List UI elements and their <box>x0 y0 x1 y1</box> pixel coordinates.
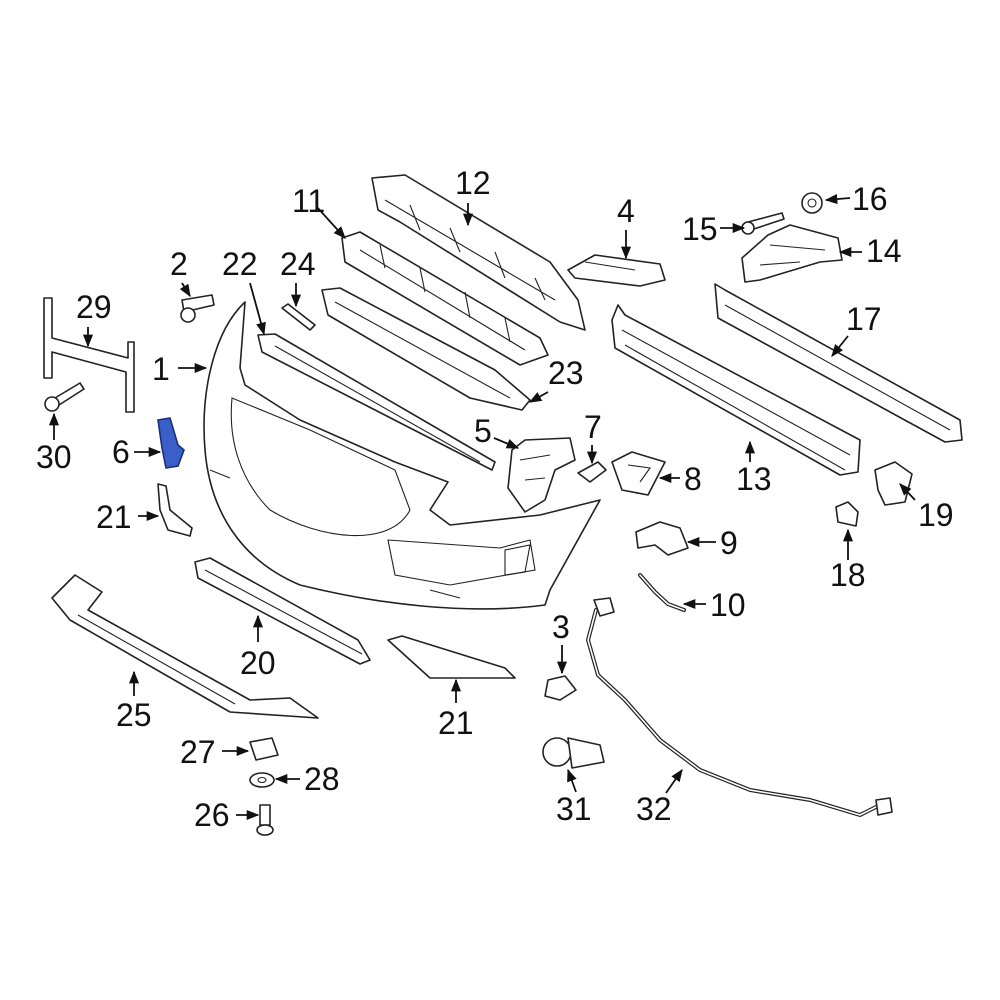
parking-sensor-part[interactable] <box>542 737 605 769</box>
wiring-harness-part[interactable] <box>585 597 893 818</box>
callout-6: 6 <box>112 434 130 470</box>
grille-panel-part[interactable] <box>321 287 531 411</box>
callout-27: 27 <box>180 734 216 770</box>
callout-19: 19 <box>918 497 954 533</box>
mount-bracket-part[interactable] <box>741 224 843 283</box>
callout-30: 30 <box>36 439 72 475</box>
bolt-part[interactable] <box>44 382 85 412</box>
callout-3: 3 <box>552 609 570 645</box>
callout-20: 20 <box>240 645 276 681</box>
lower-screw-part[interactable] <box>256 804 274 836</box>
callout-17: 17 <box>846 301 882 337</box>
callouts: 12 11 4 15 16 14 2 22 24 29 17 1 23 5 7 … <box>36 165 954 833</box>
lower-absorber-part[interactable] <box>714 283 963 443</box>
bumper-cover-part[interactable] <box>203 301 601 610</box>
callout-1: 1 <box>152 351 170 387</box>
callout-8: 8 <box>684 461 702 497</box>
leader-lines <box>48 194 916 821</box>
callout-7: 7 <box>584 409 602 445</box>
callout-4: 4 <box>617 193 635 229</box>
highlighted-bracket-part[interactable] <box>157 417 185 469</box>
callout-23: 23 <box>548 355 584 391</box>
upper-absorber-part[interactable] <box>371 174 586 331</box>
support-bracket-part[interactable] <box>43 297 135 413</box>
callout-11: 11 <box>292 183 325 219</box>
side-mount-bracket-part[interactable] <box>874 461 913 506</box>
callout-16: 16 <box>852 181 888 217</box>
callout-21-left: 21 <box>96 499 132 535</box>
left-trim-part[interactable] <box>157 483 193 537</box>
callout-28: 28 <box>304 761 340 797</box>
callout-5: 5 <box>474 413 492 449</box>
grille-strip-part[interactable] <box>257 333 496 471</box>
callout-13: 13 <box>736 461 772 497</box>
callout-24: 24 <box>280 246 316 282</box>
callout-15: 15 <box>682 211 718 247</box>
clip-part[interactable] <box>249 737 279 761</box>
callout-31: 31 <box>556 791 592 827</box>
lower-spoiler-part[interactable] <box>51 574 319 719</box>
pad-part[interactable] <box>577 461 607 483</box>
sensor-cover-part[interactable] <box>635 521 689 556</box>
connector-part[interactable] <box>544 675 577 701</box>
small-bracket-part[interactable] <box>835 501 859 527</box>
callout-25: 25 <box>116 697 152 733</box>
callout-10: 10 <box>710 587 746 623</box>
side-bracket-part[interactable] <box>507 437 576 513</box>
retainer-part[interactable] <box>180 294 215 323</box>
callout-18: 18 <box>830 557 866 593</box>
sensor-bracket-part[interactable] <box>611 451 666 496</box>
trim-strip-part[interactable] <box>281 303 316 331</box>
nut-part[interactable] <box>801 192 823 214</box>
callout-9: 9 <box>720 525 738 561</box>
lower-trim-part[interactable] <box>387 635 516 679</box>
callout-29: 29 <box>76 289 112 325</box>
reinforcement-beam-part[interactable] <box>611 304 861 476</box>
callout-12: 12 <box>455 165 491 201</box>
callout-32: 32 <box>636 791 672 827</box>
callout-21-lower: 21 <box>438 705 474 741</box>
harness-clip-part[interactable] <box>638 573 686 612</box>
callout-22: 22 <box>222 246 258 282</box>
energy-absorber-part[interactable] <box>341 231 549 366</box>
callout-14: 14 <box>866 233 902 269</box>
callout-26: 26 <box>194 797 230 833</box>
bracket-part[interactable] <box>567 254 666 287</box>
lower-grille-bar-part[interactable] <box>194 557 371 665</box>
washer-part[interactable] <box>249 772 275 788</box>
callout-2: 2 <box>170 246 188 282</box>
